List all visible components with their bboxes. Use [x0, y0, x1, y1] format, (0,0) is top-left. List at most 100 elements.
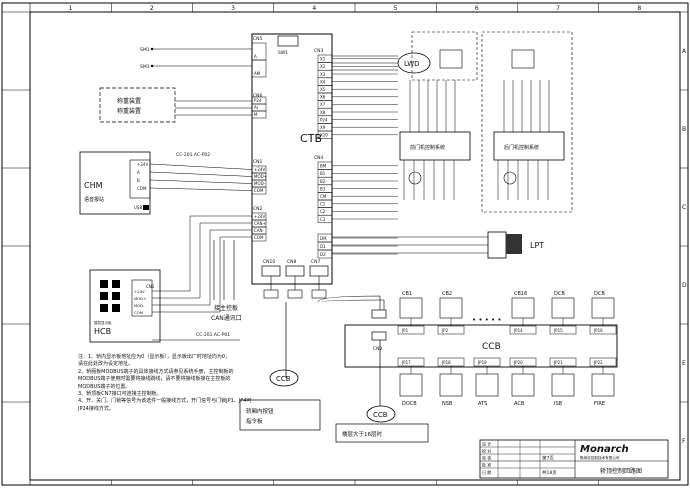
- pin-label: X10: [320, 133, 328, 138]
- row-label: B: [682, 126, 686, 133]
- front-door-controller: [399, 131, 471, 161]
- pin-label: COM: [254, 235, 264, 240]
- ccb-left-oval: [269, 369, 299, 387]
- hcb-pin: MOD+: [134, 296, 146, 301]
- hcb-pin: MOD-: [134, 303, 145, 308]
- cb-bottom-label: ACB: [514, 401, 525, 407]
- pin-label: X6: [320, 95, 326, 100]
- cb-top-label: CB16: [514, 291, 527, 297]
- jp-bottom-label: JP18: [441, 360, 451, 365]
- note-line: JP24接线方式。: [78, 405, 114, 412]
- note-line: MODBUS端子的位置。: [78, 383, 131, 390]
- bottom-connector-label: CN7: [311, 259, 321, 265]
- pin-label: B3: [320, 186, 326, 191]
- lwd-label: LWD: [404, 60, 420, 68]
- front-door-label: 前门机控制系统: [410, 144, 445, 151]
- column-label: 5: [394, 5, 398, 12]
- note-line: 请在此处改为设定地址。: [78, 361, 134, 368]
- hcb-title: HCB: [94, 327, 111, 336]
- pin-label: MOD+: [254, 174, 267, 179]
- row-label: D: [682, 282, 687, 289]
- usb-label: USB: [134, 205, 142, 210]
- bottom-connector-label: CN10: [263, 259, 275, 265]
- cn6-label: CN6: [253, 93, 263, 99]
- bottom-connector-label: CN8: [287, 259, 297, 265]
- tb-row-2: 校 对: [482, 448, 491, 454]
- pin-label: +24V: [254, 167, 265, 172]
- pin-label: CAN-: [254, 228, 265, 233]
- ccb-board: [344, 324, 618, 368]
- chm-pin: A: [137, 170, 140, 175]
- column-label: 6: [475, 5, 479, 12]
- cn3-label: CN3: [314, 48, 324, 54]
- company-logo: Monarch: [580, 444, 629, 455]
- row-label: E: [682, 360, 686, 367]
- load-weighing-label-2: 称重装置: [117, 107, 141, 115]
- jp-top-label: JP2: [441, 328, 449, 333]
- rear-door-zone: [481, 31, 573, 213]
- ccb-cq-connector: CN2: [371, 309, 387, 352]
- pin-label: MOD-: [254, 181, 266, 186]
- pin-label: CAN+: [254, 221, 266, 226]
- cb-top-label: DCB: [554, 291, 565, 297]
- company-cn: 默纳克控制技术有限公司: [580, 455, 620, 460]
- column-label: 3: [231, 5, 235, 12]
- hcb-pin: +24V: [134, 289, 145, 294]
- cb-bottom-label: ATS: [478, 401, 487, 407]
- tb-total: 共18页: [542, 469, 557, 476]
- chm-pin: B: [137, 178, 140, 183]
- jp-bottom-label: JP22: [593, 360, 603, 365]
- ccb-main-label: CCB: [482, 342, 501, 352]
- pin-label: P24: [320, 117, 328, 122]
- ccb-cq-label: CN2: [373, 346, 383, 352]
- ccb-right-box: [335, 423, 429, 443]
- pin-label: A: [254, 54, 257, 59]
- switch-label: SW1: [278, 50, 288, 56]
- sm3-label: SM3: [140, 64, 150, 70]
- cb-top-label: CB2: [442, 291, 452, 297]
- column-label: 2: [150, 5, 154, 12]
- pin-label: B1: [320, 171, 326, 176]
- jp-top-label: JP16: [593, 328, 603, 333]
- cn4-label: CN4: [314, 155, 324, 161]
- chm-sub: 语音报站: [84, 196, 104, 203]
- front-door-zone: [411, 31, 478, 81]
- ccb-right-oval: [366, 405, 396, 423]
- jp-bottom-label: JP21: [553, 360, 563, 365]
- ccb-dots: • • • • •: [472, 316, 502, 324]
- pin-label: COM: [254, 188, 264, 193]
- row-label: C: [682, 204, 686, 211]
- pin-label: X8: [320, 110, 326, 115]
- ccb-left-label: CCB: [276, 375, 291, 383]
- jp-top-label: JP1: [401, 328, 409, 333]
- ccb-left-note-1: 轿厢内按钮: [246, 407, 274, 415]
- pin-label: X3: [320, 72, 326, 77]
- pin-label: C1: [320, 202, 326, 207]
- pin-label: X7: [320, 102, 326, 107]
- pin-label: CM: [320, 194, 327, 199]
- jp-bottom-label: JP20: [513, 360, 523, 365]
- dip-switch: [277, 35, 299, 47]
- column-label: 8: [637, 5, 641, 12]
- pin-label: D1: [320, 244, 326, 249]
- cb-top-label: CB1: [402, 291, 412, 297]
- note-line: 3、轿顶板CN7接口可连接主控制板。: [78, 391, 162, 398]
- jp-top-label: JP14: [513, 328, 523, 333]
- pin-label: X4: [320, 79, 326, 84]
- can-label-1: 接主控板: [214, 304, 238, 312]
- pin-label: AI: [254, 105, 258, 110]
- title-block: 设 计 校 对 审 核 批 准 日 期 第7页 共18页 Monarch 默纳克…: [479, 439, 669, 479]
- cn2-label: CN2: [253, 206, 263, 212]
- bottom-connector: [261, 265, 281, 277]
- jp-bottom-label: JP19: [477, 360, 487, 365]
- cb-bottom-label: ISB: [554, 401, 563, 407]
- hcb-cn: CN1: [146, 284, 155, 289]
- note-line: 2、轿厢板MODBUS端子的具体接线方式请参见系统手册，主控制板的: [78, 368, 234, 375]
- tb-page-no: 第7页: [542, 455, 554, 462]
- ctb-label: CTB: [300, 132, 322, 145]
- pin-label: X1: [320, 57, 326, 62]
- row-label: F: [682, 438, 686, 445]
- cb-bottom-label: FIRE: [594, 401, 605, 407]
